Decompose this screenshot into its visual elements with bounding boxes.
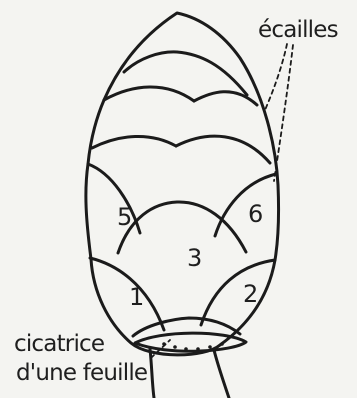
scale-6-outline — [215, 174, 276, 236]
middle-right-scale — [176, 136, 270, 163]
scales-leader-lower — [274, 45, 293, 181]
upper-left-scale — [104, 87, 194, 101]
middle-left-scale — [92, 136, 176, 148]
stem-right — [214, 350, 229, 398]
scale-1-outline — [90, 258, 164, 330]
scale-number-6: 6 — [248, 200, 263, 228]
scales-leader-upper — [265, 44, 287, 110]
scale-number-1: 1 — [129, 283, 144, 311]
scales-label: écailles — [258, 17, 338, 43]
scale-number-2: 2 — [243, 280, 258, 308]
scale-number-5: 5 — [117, 203, 132, 231]
scar-label-line-1: cicatrice — [14, 331, 104, 357]
scale-number-3: 3 — [187, 244, 202, 272]
leaf-scar-outline — [135, 333, 246, 351]
scar-label-line-2: d'une feuille — [16, 360, 147, 386]
